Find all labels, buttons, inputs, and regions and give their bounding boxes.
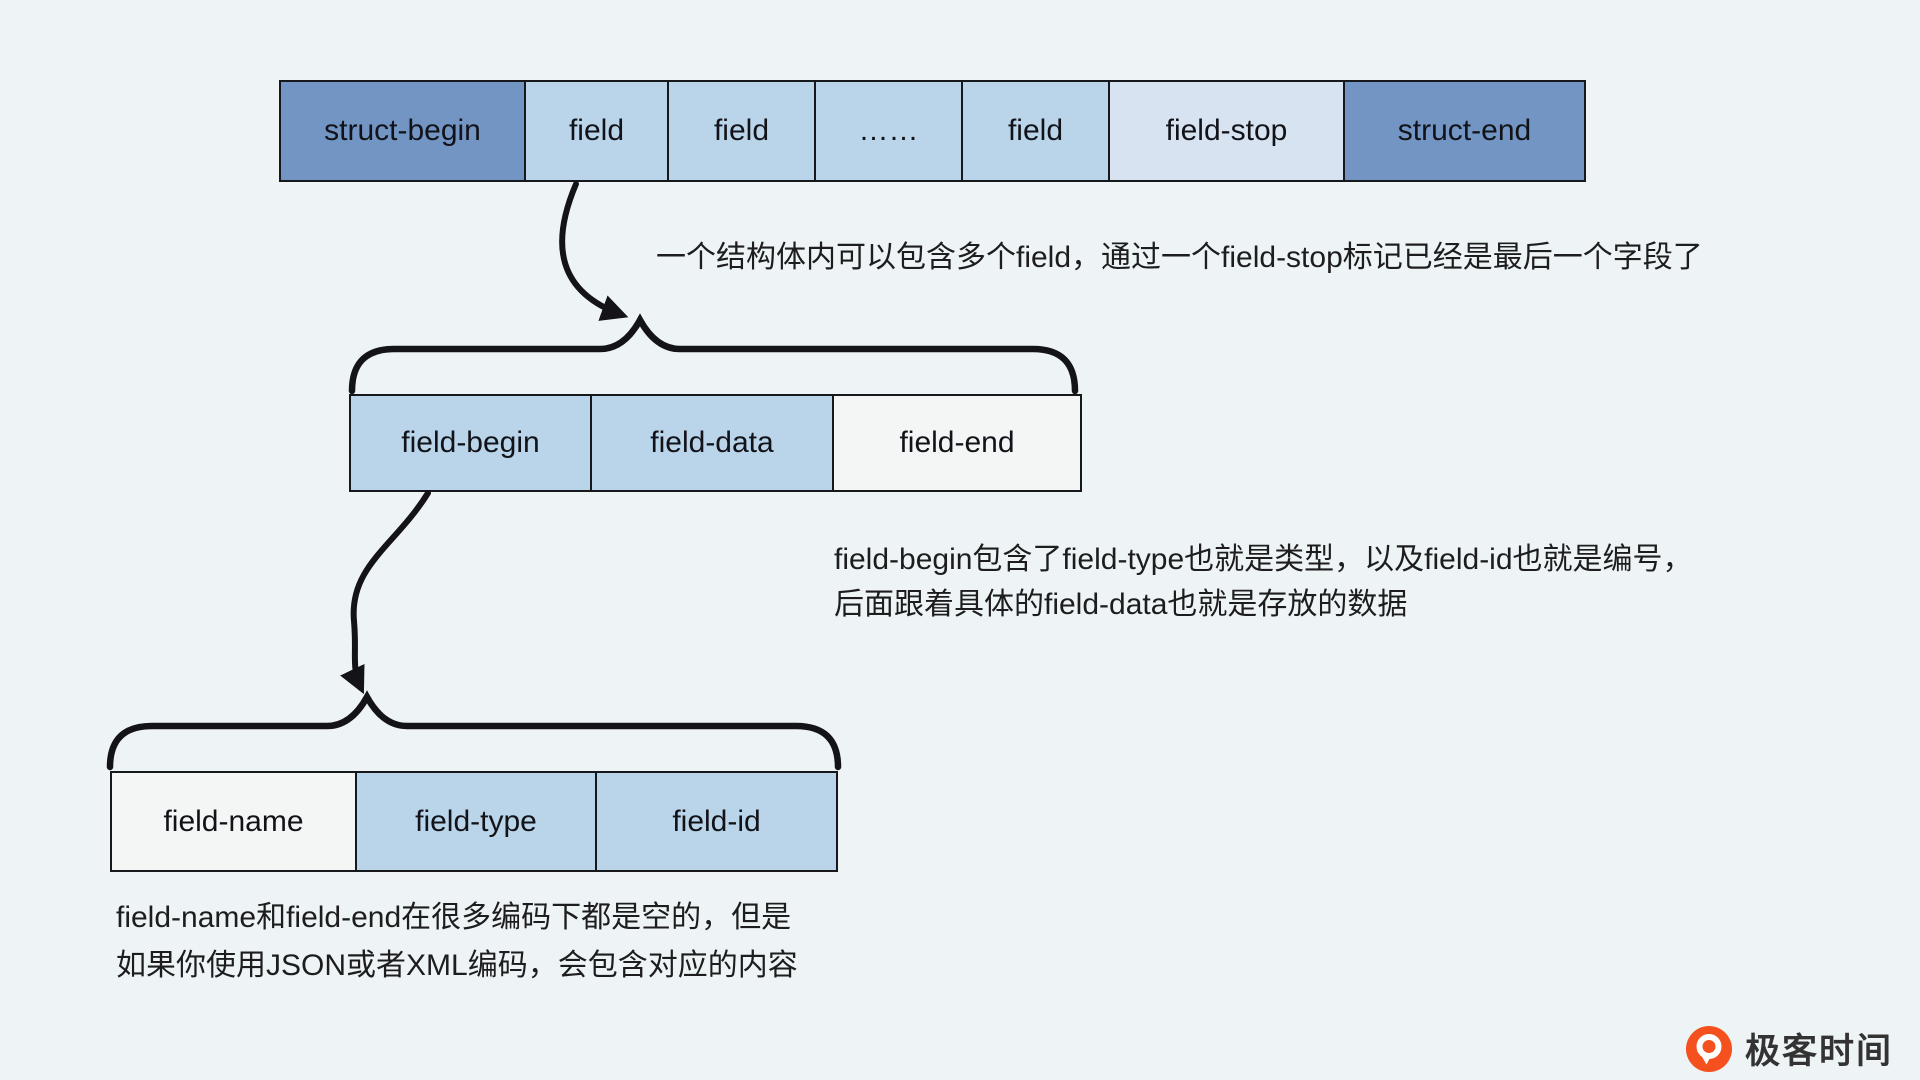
- field-name-cell: field-name: [112, 773, 357, 870]
- arrow-field-begin-to-layout: [340, 490, 431, 695]
- field-end-cell: field-end: [834, 396, 1080, 490]
- field-cell-2: field: [669, 82, 816, 180]
- field-type-cell: field-type: [357, 773, 597, 870]
- brace-field-row: [348, 313, 1079, 395]
- field-row-annotation: field-begin包含了field-type也就是类型，以及field-id…: [834, 537, 1693, 627]
- field-cell-1: field: [526, 82, 669, 180]
- struct-end-cell: struct-end: [1345, 82, 1584, 180]
- geektime-logo: 极客时间: [1686, 1023, 1893, 1074]
- field-stop-cell: field-stop: [1110, 82, 1345, 180]
- field-note-line-2: 后面跟着具体的field-data也就是存放的数据: [834, 588, 1408, 621]
- ellipsis-cell: ……: [816, 82, 963, 180]
- struct-encoding-row: struct-begin field field …… field field-…: [279, 80, 1586, 182]
- struct-begin-cell: struct-begin: [281, 82, 526, 180]
- field-id-cell: field-id: [597, 773, 836, 870]
- geektime-logo-icon: [1686, 1025, 1732, 1072]
- arrow-field-to-layout: [559, 181, 629, 321]
- geektime-logo-text: 极客时间: [1745, 1032, 1894, 1071]
- field-name-annotation: field-name和field-end在很多编码下都是空的，但是 如果你使用J…: [116, 894, 798, 990]
- name-note-line-1: field-name和field-end在很多编码下都是空的，但是: [116, 901, 792, 934]
- field-cell-3: field: [963, 82, 1110, 180]
- field-begin-cell: field-begin: [351, 396, 592, 490]
- field-note-line-1: field-begin包含了field-type也就是类型，以及field-id…: [834, 543, 1693, 576]
- brace-field-begin-row: [106, 690, 842, 771]
- struct-note-line: 一个结构体内可以包含多个field，通过一个field-stop标记已经是最后一…: [656, 241, 1703, 274]
- name-note-line-2: 如果你使用JSON或者XML编码，会包含对应的内容: [116, 949, 798, 982]
- field-begin-encoding-row: field-name field-type field-id: [110, 771, 838, 872]
- struct-row-annotation: 一个结构体内可以包含多个field，通过一个field-stop标记已经是最后一…: [656, 236, 1703, 280]
- field-data-cell: field-data: [592, 396, 834, 490]
- field-encoding-row: field-begin field-data field-end: [349, 394, 1082, 492]
